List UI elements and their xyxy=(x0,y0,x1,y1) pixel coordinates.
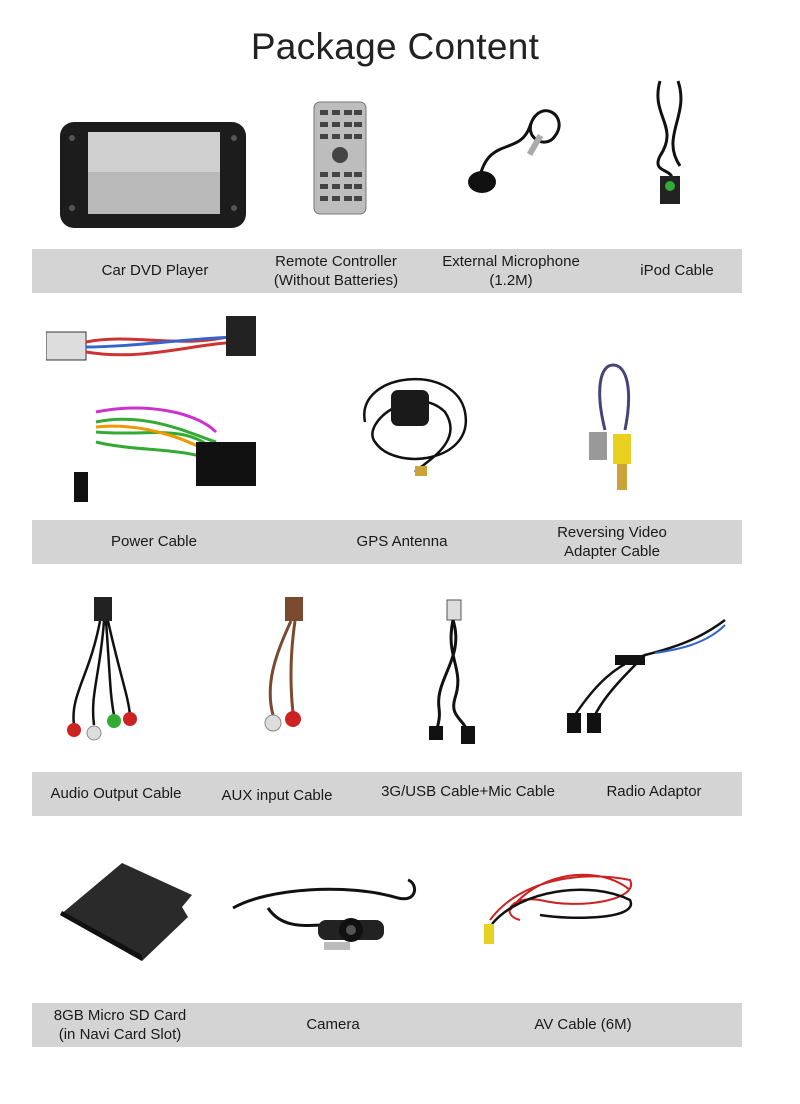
reversing-video-adapter-image xyxy=(589,363,631,490)
item-label-remote-controller: Remote Controller(Without Batteries) xyxy=(273,253,399,289)
usb-mic-cable-image xyxy=(429,599,475,744)
item-label-ipod-cable: iPod Cable xyxy=(640,262,714,279)
item-label-radio-adaptor: Radio Adaptor xyxy=(606,783,702,800)
ipod-cable-image xyxy=(656,80,683,204)
item-label-car-dvd-player: Car DVD Player xyxy=(101,262,209,279)
page-title: Package Content xyxy=(250,26,540,67)
item-label-micro-sd-card: 8GB Micro SD Card(in Navi Card Slot) xyxy=(53,1007,187,1043)
caption-bar-row-4: 8GB Micro SD Card(in Navi Card Slot) Cam… xyxy=(32,1003,742,1047)
item-label-usb-mic-cable: 3G/USB Cable+Mic Cable xyxy=(381,783,555,800)
camera-image xyxy=(232,878,417,950)
car-dvd-player-image xyxy=(60,122,246,228)
aux-input-cable-image xyxy=(264,597,303,732)
remote-controller-image xyxy=(313,101,367,215)
av-cable-image xyxy=(484,873,633,944)
item-label-aux-input-cable: AUX input Cable xyxy=(221,787,333,804)
external-microphone-image xyxy=(468,109,561,193)
power-cable-image xyxy=(46,316,256,502)
caption-bar-row-3: Audio Output Cable AUX input Cable 3G/US… xyxy=(32,772,742,816)
item-label-power-cable: Power Cable xyxy=(111,533,197,550)
item-label-external-microphone: External Microphone(1.2M) xyxy=(442,253,580,289)
audio-output-cable-image xyxy=(67,597,137,741)
micro-sd-card-image xyxy=(60,863,192,961)
item-label-audio-output-cable: Audio Output Cable xyxy=(50,785,182,802)
item-label-av-cable: AV Cable (6M) xyxy=(534,1016,632,1033)
caption-bar-row-1: Car DVD Player Remote Controller(Without… xyxy=(32,249,742,293)
gps-antenna-image xyxy=(363,377,468,476)
radio-adaptor-image xyxy=(567,618,726,733)
item-label-camera: Camera xyxy=(306,1016,360,1033)
item-label-gps-antenna: GPS Antenna xyxy=(356,533,448,550)
